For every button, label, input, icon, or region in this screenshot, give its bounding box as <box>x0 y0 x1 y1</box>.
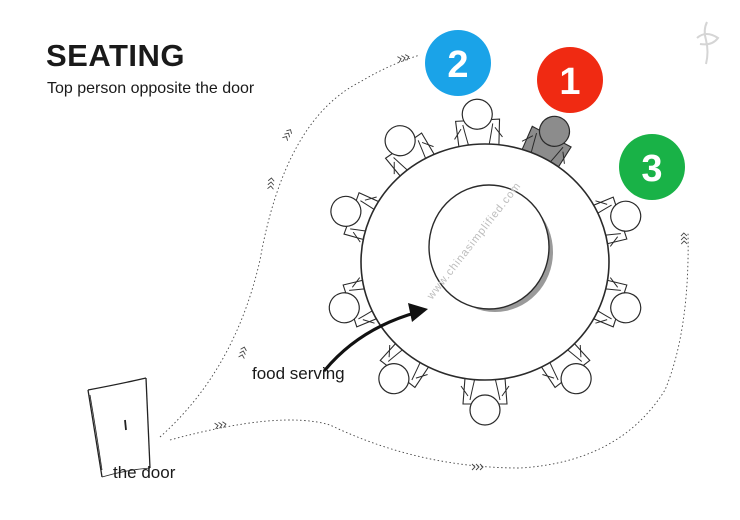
badge-seat-2: 2 <box>425 30 491 96</box>
page-subtitle: Top person opposite the door <box>47 80 255 97</box>
chevron-right-icon <box>471 463 484 471</box>
badge-number: 3 <box>641 148 662 190</box>
chair-seat-1 <box>521 115 572 170</box>
door-icon <box>87 377 151 478</box>
badge-seat-1: 1 <box>537 47 603 113</box>
path-to-seat-2 <box>159 54 421 438</box>
food-plate <box>428 184 550 310</box>
badge-seat-3: 3 <box>619 134 685 200</box>
chevron-right-icon <box>238 346 247 359</box>
chairs-group <box>328 98 642 426</box>
chevron-right-icon <box>267 177 275 190</box>
chevron-right-icon <box>397 54 410 63</box>
door-label: the door <box>113 463 176 482</box>
food-serving-arrow <box>323 303 428 372</box>
chair-seat-bottom-right <box>539 340 592 395</box>
chevron-right-icon <box>282 129 293 141</box>
direction-chevrons <box>214 54 688 471</box>
logo-mark-icon <box>696 21 720 65</box>
chair-seat-2 <box>454 98 503 148</box>
chair-seat-bottom-left <box>378 340 431 395</box>
chair-seat-bottom <box>460 377 510 426</box>
chevron-right-icon <box>214 421 227 430</box>
badge-number: 2 <box>447 44 468 86</box>
chevron-right-icon <box>680 232 688 245</box>
page-title: SEATING <box>46 38 185 73</box>
food-serving-label: food serving <box>252 364 345 383</box>
badge-number: 1 <box>559 61 580 103</box>
